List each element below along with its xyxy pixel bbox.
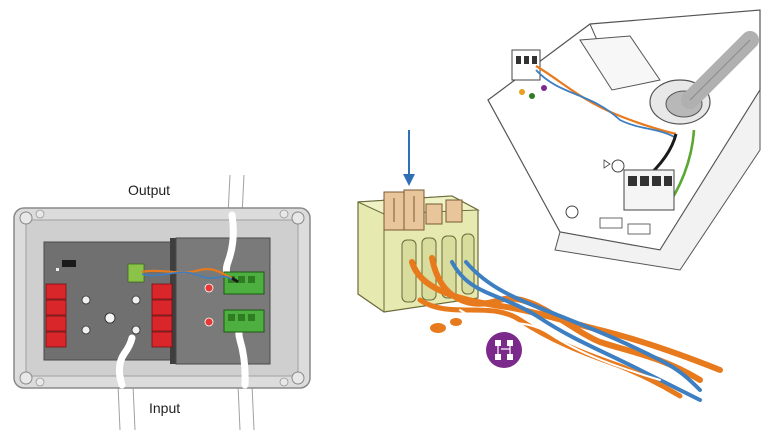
red-terminal-group <box>45 283 173 348</box>
output-label: Output <box>128 182 171 198</box>
led-indicator-icon <box>56 260 214 335</box>
twisted-pair-wire <box>141 268 233 280</box>
screw-icon <box>19 371 33 385</box>
mini-terminal-block <box>511 49 541 81</box>
input-label: Input <box>149 400 181 416</box>
wire-end-cap <box>450 318 462 326</box>
ground-symbol-icon <box>565 159 625 219</box>
twisted-wires-bundle <box>409 255 723 402</box>
connector-detail <box>357 130 723 402</box>
screw-icon <box>19 211 33 225</box>
screw-icon <box>291 211 305 225</box>
down-arrow-icon <box>403 130 415 186</box>
network-badge-icon <box>486 332 522 368</box>
release-levers <box>383 189 463 231</box>
screw-icon <box>291 371 305 385</box>
input-white-cable-2 <box>115 334 136 389</box>
enclosure-top-view <box>13 174 311 431</box>
panel-connector <box>127 263 145 283</box>
enclosure-perspective-view <box>487 9 761 271</box>
input-cable-guide <box>117 384 255 431</box>
wire-end-cap <box>430 323 446 333</box>
